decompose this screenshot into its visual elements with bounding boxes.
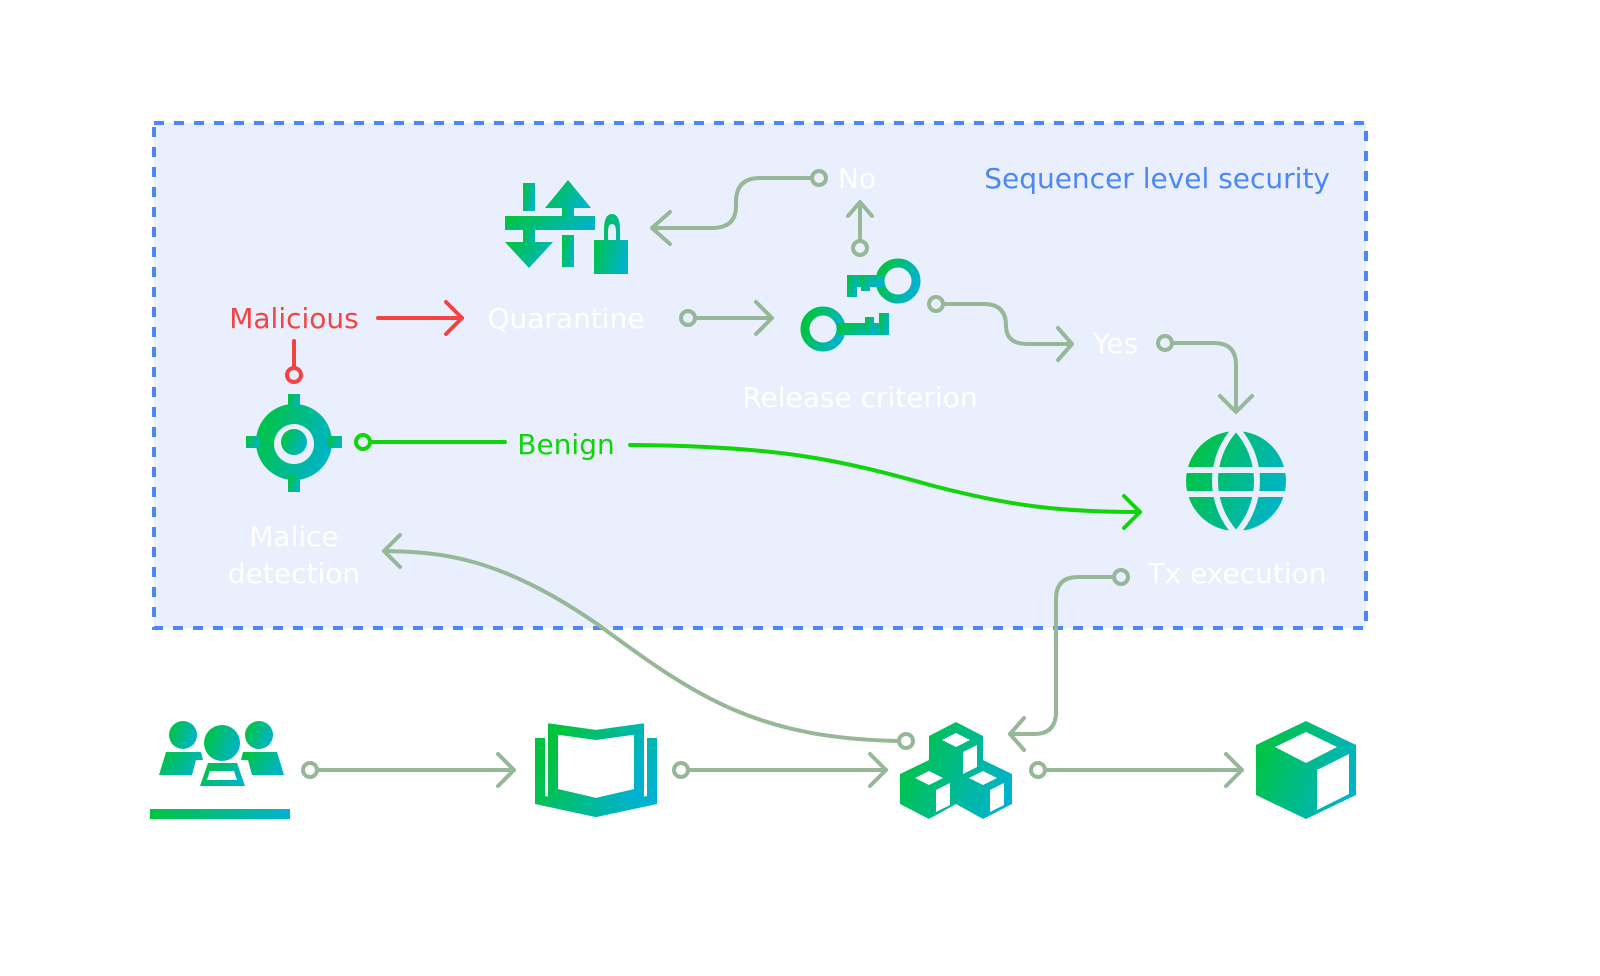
tx-execution-label: Tx execution xyxy=(1146,557,1326,590)
no-label: No xyxy=(838,162,876,195)
edge-release-to-no xyxy=(846,200,874,257)
edge-yes-to-tx xyxy=(1156,334,1254,414)
edge-tx-to-blocks xyxy=(1008,568,1130,752)
users-icon xyxy=(150,721,290,819)
edge-blocks-to-malice-detection xyxy=(382,533,915,750)
quarantine-label: Quarantine xyxy=(487,302,644,335)
edge-ledger-to-blocks xyxy=(672,752,888,788)
sequencer-region xyxy=(152,121,1368,630)
stacked-cubes-icon xyxy=(900,722,1012,819)
transfer-lock-icon xyxy=(505,180,628,274)
edge-blocks-to-final-block xyxy=(1029,752,1244,788)
edge-no-to-quarantine xyxy=(650,169,828,246)
globe-icon xyxy=(1182,425,1290,537)
edge-users-to-ledger xyxy=(301,752,516,788)
open-book-icon xyxy=(535,723,657,818)
edge-malicious-label: Malicious xyxy=(229,302,359,335)
malice-detection-label-line1: Malice xyxy=(249,520,339,553)
keys-icon xyxy=(800,258,921,352)
cube-icon xyxy=(1256,721,1356,819)
target-icon xyxy=(246,394,342,492)
region-title: Sequencer level security xyxy=(984,162,1330,195)
yes-label: Yes xyxy=(1092,327,1138,360)
malice-detection-label-line2: detection xyxy=(228,557,360,590)
edge-benign xyxy=(354,433,1142,530)
edge-malicious xyxy=(285,300,464,384)
edge-benign-label: Benign xyxy=(517,428,614,461)
edge-release-to-yes xyxy=(927,295,1074,362)
release-criterion-label: Release criterion xyxy=(742,381,977,414)
edge-quarantine-to-release xyxy=(679,300,774,336)
